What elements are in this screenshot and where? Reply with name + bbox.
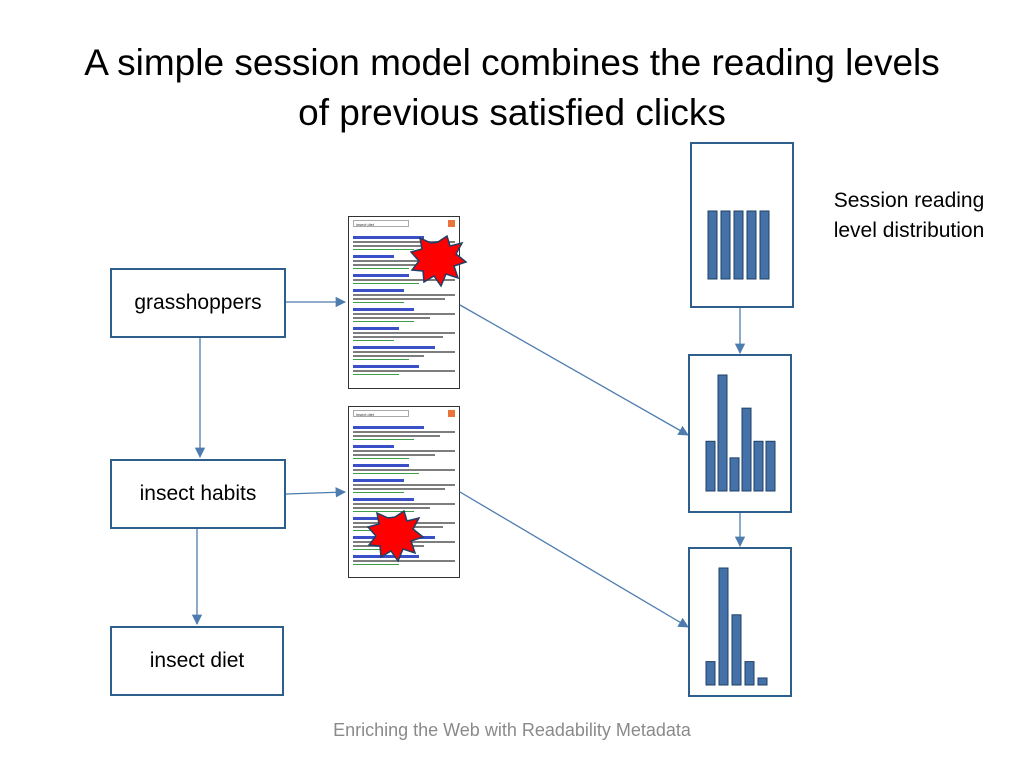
bar-5 (753, 440, 764, 492)
slide-title-line-2: of previous satisfied clicks (298, 92, 726, 133)
distribution-box-2 (688, 354, 792, 513)
serp-query-field: insect diet (353, 410, 409, 417)
query-label: insect diet (149, 649, 245, 672)
arrow-insect-habits-to-serp2 (285, 487, 347, 498)
query-box-insect-habits: insect habits (110, 459, 286, 529)
slide-title-line-1: A simple session model combines the read… (84, 42, 940, 83)
slide-title: A simple session model combines the read… (40, 38, 984, 138)
distribution-bars-2 (705, 374, 776, 492)
bar-1 (705, 440, 716, 492)
slide-footer: Enriching the Web with Readability Metad… (333, 720, 691, 740)
click-burst-icon-1 (409, 234, 468, 288)
serp-search-button (448, 410, 455, 417)
bar-4 (746, 210, 757, 280)
serp-result-lines (353, 231, 455, 375)
query-box-grasshoppers: grasshoppers (110, 268, 286, 338)
bar-1 (707, 210, 718, 280)
bar-3 (733, 210, 744, 280)
distribution-label: Session reading level distribution (814, 186, 1004, 246)
distribution-label-line-1: Session reading (833, 189, 985, 212)
bar-4 (744, 661, 755, 686)
query-box-insect-diet: insect diet (110, 626, 284, 696)
click-burst-icon-2 (366, 509, 425, 563)
arrow-serp1-to-dist2 (459, 304, 689, 436)
distribution-bars-1 (707, 210, 770, 280)
bar-5 (759, 210, 770, 280)
serp-query-field: insect diet (353, 220, 409, 227)
query-label: insect habits (139, 482, 257, 505)
bar-2 (717, 374, 728, 492)
bar-3 (729, 457, 740, 492)
bar-2 (718, 567, 729, 686)
bar-2 (720, 210, 731, 280)
bar-3 (731, 614, 742, 686)
bar-6 (765, 440, 776, 492)
serp-search-button (448, 220, 455, 227)
query-label: grasshoppers (134, 291, 262, 314)
distribution-label-line-2: level distribution (833, 219, 985, 242)
bar-4 (741, 407, 752, 492)
bar-5 (757, 677, 768, 686)
arrow-serp2-to-dist3 (459, 491, 689, 628)
distribution-bars-3 (705, 567, 768, 686)
bar-1 (705, 661, 716, 686)
